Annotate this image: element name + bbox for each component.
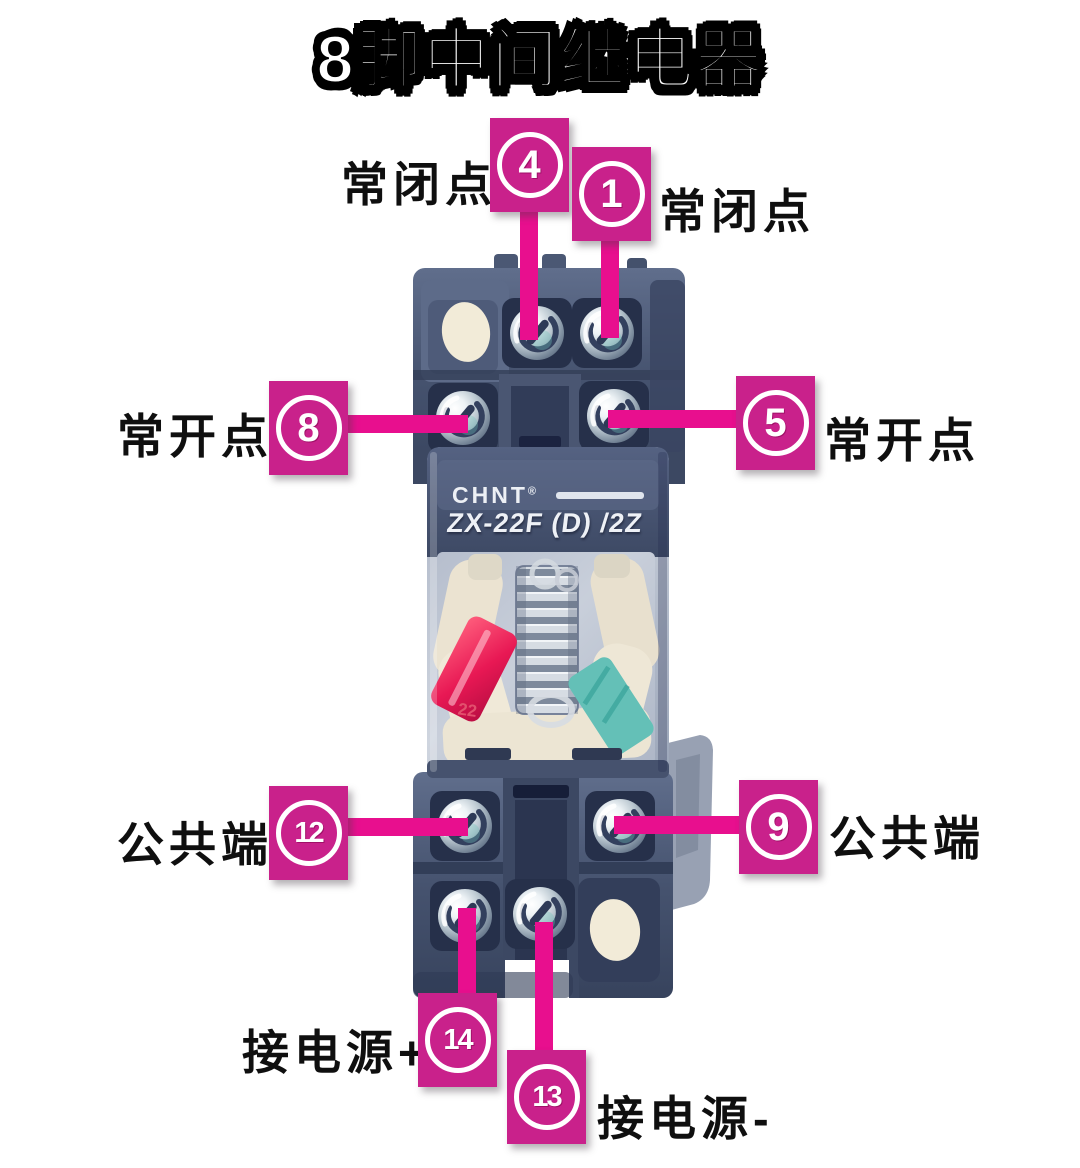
mounting-hole-bottom xyxy=(589,899,641,961)
pin-number-4: 4 xyxy=(496,132,563,198)
page-title: 8脚中间继电器 xyxy=(316,21,764,97)
badge-pin8: 8 xyxy=(269,381,348,475)
pin-number-1: 1 xyxy=(578,161,645,227)
relay-cover: 22 xyxy=(427,447,669,778)
label-nc-left: 常闭点 xyxy=(341,158,497,211)
line-pin12 xyxy=(340,818,468,836)
line-pin8 xyxy=(338,415,468,433)
pin-number-13: 13 xyxy=(513,1064,580,1130)
callout-lines xyxy=(338,200,744,1056)
badge-pin5: 5 xyxy=(736,376,815,470)
badge-pin14: 14 xyxy=(418,993,497,1087)
label-power-minus: 接电源- xyxy=(597,1092,774,1145)
mounting-hole-top xyxy=(441,302,491,362)
brand-reg-mark: ® xyxy=(527,485,536,498)
relay-marking-22: 22 xyxy=(457,699,478,720)
brand-text: CHNT xyxy=(452,482,528,508)
label-no-left: 常开点 xyxy=(117,410,273,463)
badge-pin12: 12 xyxy=(269,786,348,880)
pin-number-14: 14 xyxy=(424,1007,491,1073)
label-power-plus: 接电源+ xyxy=(242,1026,431,1079)
badge-pin1: 1 xyxy=(572,147,651,241)
relay-model: ZX-22F (D) /2Z xyxy=(445,508,645,538)
relay-brand: CHNT® xyxy=(452,482,536,509)
teal-part xyxy=(568,657,654,755)
badge-pin4: 4 xyxy=(490,118,569,212)
label-com-right: 公共端 xyxy=(829,812,985,865)
line-pin13 xyxy=(535,922,553,1056)
badge-pin13: 13 xyxy=(507,1050,586,1144)
label-no-right: 常开点 xyxy=(824,414,980,467)
label-nc-right: 常闭点 xyxy=(659,185,815,238)
pin-number-12: 12 xyxy=(275,800,342,866)
pin-number-5: 5 xyxy=(742,390,809,456)
label-com-left: 公共端 xyxy=(117,818,273,871)
brand-underline-bar xyxy=(556,492,644,499)
badge-pin9: 9 xyxy=(739,780,818,874)
pin-number-8: 8 xyxy=(275,395,342,461)
line-pin14 xyxy=(458,908,476,1000)
line-pin9 xyxy=(614,816,744,834)
line-pin4 xyxy=(520,200,538,340)
line-pin1 xyxy=(601,230,619,338)
pin-number-9: 9 xyxy=(745,794,812,860)
line-pin5 xyxy=(608,410,740,428)
